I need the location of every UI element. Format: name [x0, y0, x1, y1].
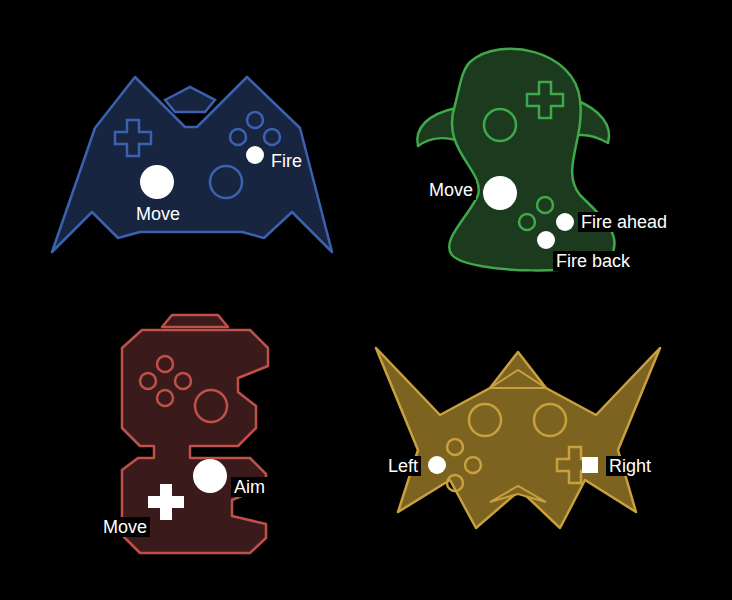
- control-label: Left: [385, 456, 421, 476]
- control-label: Fire: [268, 151, 305, 171]
- control-label: Aim: [231, 477, 268, 497]
- blue-controller: [52, 77, 332, 252]
- control-label: Right: [606, 456, 654, 476]
- control-label: Move: [100, 517, 150, 537]
- control-label: Move: [426, 180, 476, 200]
- gold-controller: [376, 348, 660, 528]
- green-controller: [417, 49, 614, 271]
- control-label: Fire ahead: [578, 212, 670, 232]
- control-label: Move: [133, 204, 183, 224]
- control-label: Fire back: [553, 251, 633, 271]
